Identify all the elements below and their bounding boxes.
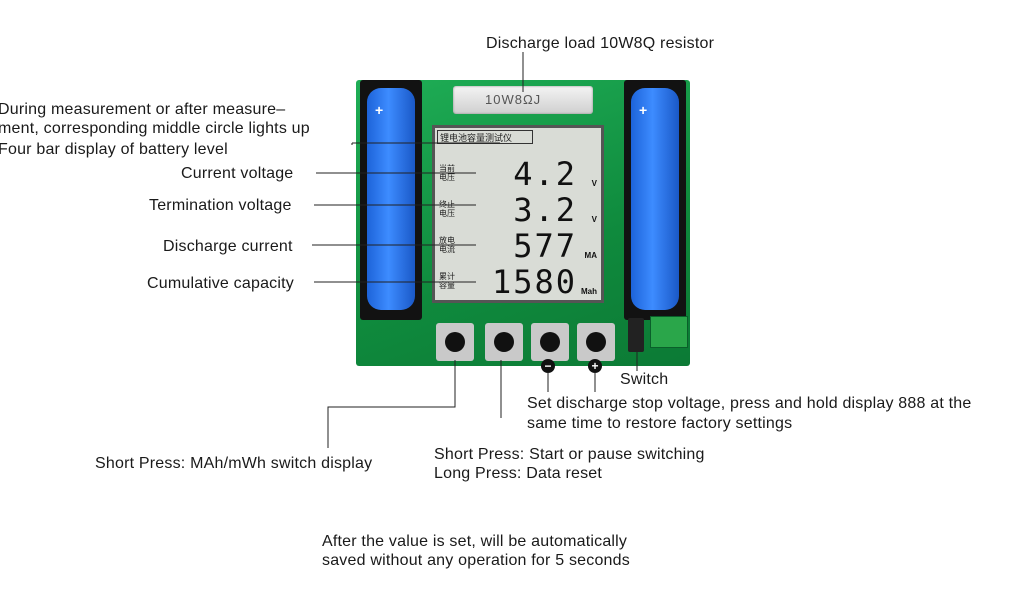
right-battery-holder: + [624, 80, 686, 320]
minus-button[interactable] [531, 323, 569, 361]
lcd-row-cumulative-capacity: 累计容量 1580 Mah [439, 264, 599, 300]
start-pause-line1: Short Press: Start or pause switching [434, 446, 705, 463]
set-voltage-line2: same time to restore factory settings [527, 415, 793, 432]
lcd-unit: V [591, 179, 597, 188]
short-press-display-label: Short Press: MAh/mWh switch display [95, 455, 373, 472]
termination-voltage-label: Termination voltage [149, 197, 292, 214]
start-pause-button[interactable] [485, 323, 523, 361]
autosave-line2: saved without any operation for 5 second… [322, 552, 630, 569]
lcd-unit: MA [584, 251, 597, 260]
lcd-tag: 累计容量 [439, 272, 455, 290]
lcd-tag: 终止电压 [439, 200, 455, 218]
lcd-value: 4.2 [513, 155, 577, 193]
lcd-unit: Mah [581, 287, 597, 296]
current-voltage-label: Current voltage [181, 165, 294, 182]
left-battery-holder: + [360, 80, 422, 320]
power-terminal [650, 316, 688, 348]
lcd-row-current-voltage: 当前电压 4.2 V [439, 156, 599, 192]
lcd-value: 3.2 [513, 191, 577, 229]
lcd-row-discharge-current: 放电电流 577 MA [439, 228, 599, 264]
switch-label: Switch [620, 371, 669, 388]
power-switch[interactable] [628, 318, 644, 352]
left-battery: + [367, 88, 415, 310]
lcd-screen: 锂电池容量测试仪 当前电压 4.2 V 终止电压 3.2 V 放电电流 577 … [432, 125, 604, 303]
battery-bars-label: Four bar display of battery level [0, 141, 228, 158]
right-battery: + [631, 88, 679, 310]
measurement-label-line1: During measurement or after measure– [0, 101, 286, 118]
resistor-label: Discharge load 10W8Q resistor [486, 35, 715, 52]
set-voltage-line1: Set discharge stop voltage, press and ho… [527, 395, 972, 412]
mode-button-leader [327, 360, 456, 448]
measurement-label-line2: ment, corresponding middle circle lights… [0, 120, 310, 137]
start-pause-line2: Long Press: Data reset [434, 465, 603, 482]
lcd-tag: 放电电流 [439, 236, 455, 254]
lcd-header: 锂电池容量测试仪 [437, 130, 533, 144]
discharge-current-label: Discharge current [163, 238, 293, 255]
resistor-marking: 10W8ΩJ [485, 92, 542, 107]
plus-button[interactable] [577, 323, 615, 361]
lcd-unit: V [591, 215, 597, 224]
autosave-line1: After the value is set, will be automati… [322, 533, 628, 550]
minus-icon: − [541, 359, 555, 373]
lcd-value: 1580 [491, 263, 577, 301]
lcd-value: 577 [513, 227, 577, 265]
resistor: 10W8ΩJ [453, 86, 593, 114]
lcd-row-termination-voltage: 终止电压 3.2 V [439, 192, 599, 228]
lcd-tag: 当前电压 [439, 164, 455, 182]
mode-button[interactable] [436, 323, 474, 361]
plus-icon: + [588, 359, 602, 373]
cumulative-capacity-label: Cumulative capacity [147, 275, 294, 292]
